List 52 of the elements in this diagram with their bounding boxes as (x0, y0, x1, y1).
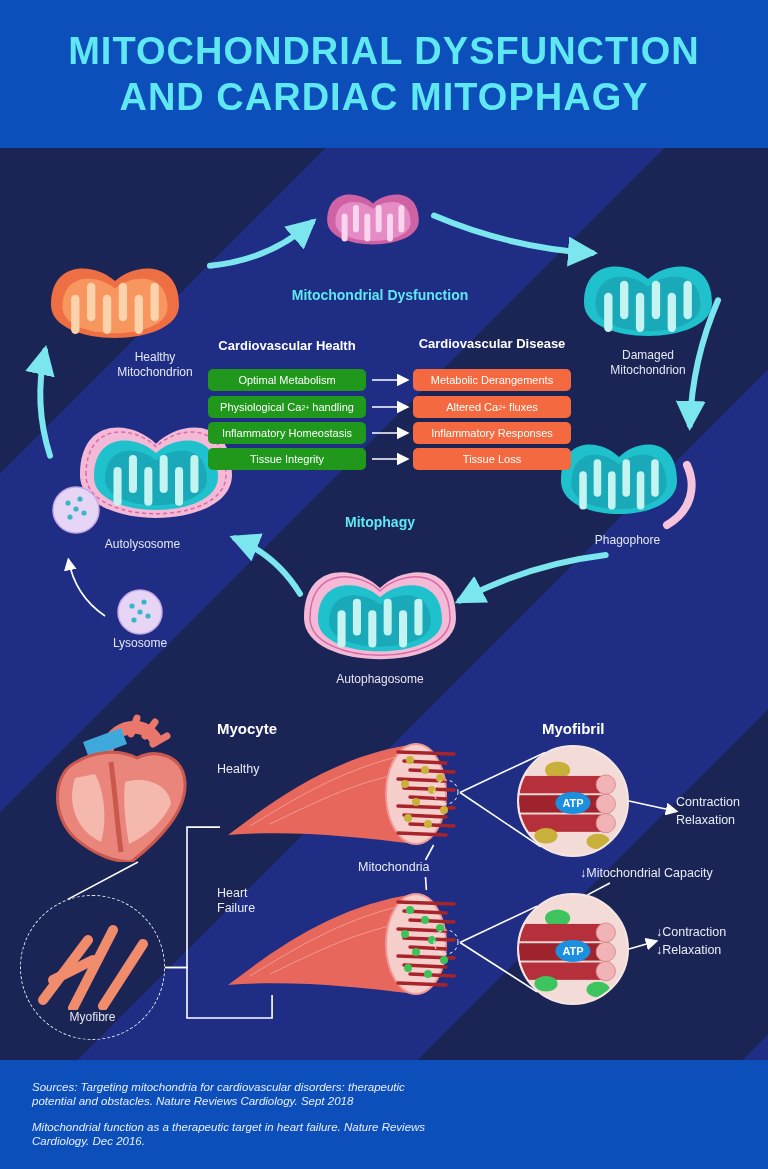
outcome-label: Contraction (676, 795, 741, 810)
outcome-label: ↓Relaxation (656, 943, 723, 958)
outcome-label: ↓Contraction (656, 925, 728, 940)
arrow (676, 297, 721, 431)
connector-line (586, 882, 611, 896)
section-heading: Myocyte (217, 720, 279, 737)
arrow (454, 552, 609, 604)
section-heading: Cardiovascular Health (217, 338, 357, 353)
outcome-label: ↓Mitochondrial Capacity (580, 866, 714, 881)
arrow (25, 344, 56, 459)
arrow (431, 212, 598, 267)
condition-label: Healthy (217, 762, 261, 777)
node-label: Damaged Mitochondrion (609, 348, 687, 378)
node-label: Autolysosome (104, 537, 181, 552)
arrow (628, 937, 659, 951)
section-heading: Mitochondrial Dysfunction (290, 287, 470, 303)
arrow (628, 800, 679, 816)
node-label: Autophagosome (336, 672, 424, 687)
section-heading: Cardiovascular Disease (417, 336, 567, 351)
connector-line (459, 751, 546, 794)
arrow (371, 452, 410, 466)
condition-label: Heart Failure (217, 886, 257, 916)
effect-label: Tissue Integrity (208, 448, 366, 470)
effect-label: Physiological Ca$^{2+}$ handling (208, 396, 366, 418)
source-note: Sources: Targeting mitochondria for cardiovascular disorders: therapeutic potential and obstacles. Nature Reviews Cardiology. Sept 2018 (32, 1080, 406, 1108)
effect-label: Metabolic Derangements (413, 369, 571, 391)
outcome-label: Relaxation (676, 813, 737, 828)
effect-label: Optimal Metabolism (208, 369, 366, 391)
arrow (64, 557, 106, 617)
arrow (371, 373, 410, 387)
title: MITOCHONDRIAL DYSFUNCTION AND CARDIAC MITOPHAGY (67, 29, 701, 120)
connector-line (66, 861, 139, 901)
node-label: Myofibre (69, 1010, 116, 1025)
effect-label: Inflammatory Responses (413, 422, 571, 444)
connector-line (164, 966, 273, 1019)
node-label: Lysosome (112, 636, 168, 651)
node-label: Phagophore (594, 533, 661, 548)
connector-line (459, 905, 538, 944)
section-heading: Mitophagy (344, 514, 416, 530)
effect-label: Altered Ca$^{2+}$ fluxes (413, 396, 571, 418)
arrow (207, 218, 317, 269)
arrow (229, 534, 303, 597)
node-label: Healthy Mitochondrion (116, 350, 194, 380)
outcome-label: Mitochondria (358, 860, 431, 875)
effect-label: Inflammatory Homeostasis (208, 422, 366, 444)
arrow (371, 426, 410, 440)
effect-label: Tissue Loss (413, 448, 571, 470)
connector-line (424, 876, 428, 891)
section-heading: Myofibril (542, 720, 606, 737)
source-note: Mitochondrial function as a therapeutic target in heart failure. Nature Reviews Cardiology. Dec 2016. (32, 1120, 427, 1148)
arrow (371, 400, 410, 414)
connector-line (424, 844, 435, 861)
